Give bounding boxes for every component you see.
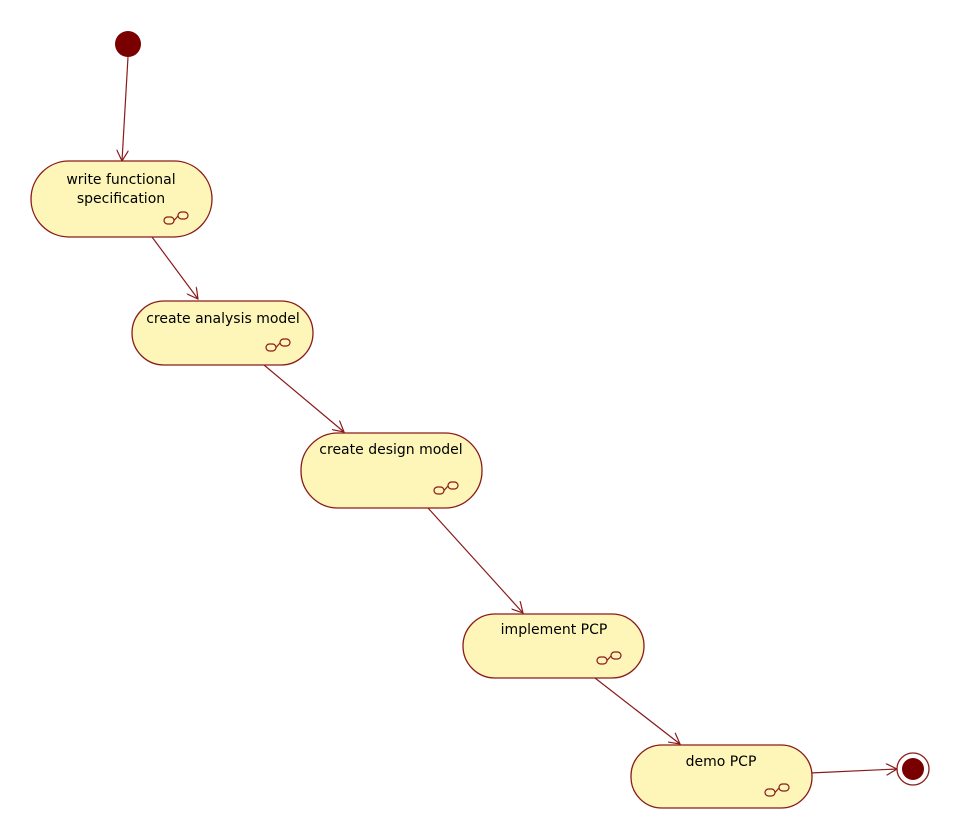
activity-create-analysis-model[interactable]: create analysis model [131, 300, 314, 366]
activity-label: implement PCP [501, 622, 608, 638]
final-node[interactable] [896, 752, 930, 786]
activity-demo-pcp[interactable]: demo PCP [630, 744, 813, 809]
transition-write-spec-to-create-analysis-model [151, 236, 198, 299]
subactivity-icon [163, 211, 189, 225]
transition-design-to-implement-pcp [427, 507, 523, 613]
subactivity-icon [265, 338, 291, 352]
transition-start-to-write-functional-specification [122, 56, 128, 161]
activity-label: demo PCP [686, 754, 757, 770]
activity-label: create design model [319, 442, 462, 458]
activity-label: create analysis model [146, 311, 300, 327]
transition-demo-pcp-to-final [809, 769, 897, 773]
activity-write-functional-specification[interactable]: write functional specification [30, 160, 213, 238]
transitions [122, 56, 897, 773]
activity-implement-pcp[interactable]: implement PCP [462, 613, 645, 679]
activity-label-line-2: specification [77, 191, 165, 207]
activity-label-line-1: write functional [66, 172, 175, 188]
initial-node[interactable] [115, 31, 141, 57]
subactivity-icon [433, 481, 459, 495]
transition-analysis-to-design-model [263, 364, 344, 432]
transition-implement-to-demo-pcp [594, 677, 680, 744]
activity-create-design-model[interactable]: create design model [300, 432, 483, 509]
subactivity-icon [596, 651, 622, 665]
subactivity-icon [764, 783, 790, 797]
